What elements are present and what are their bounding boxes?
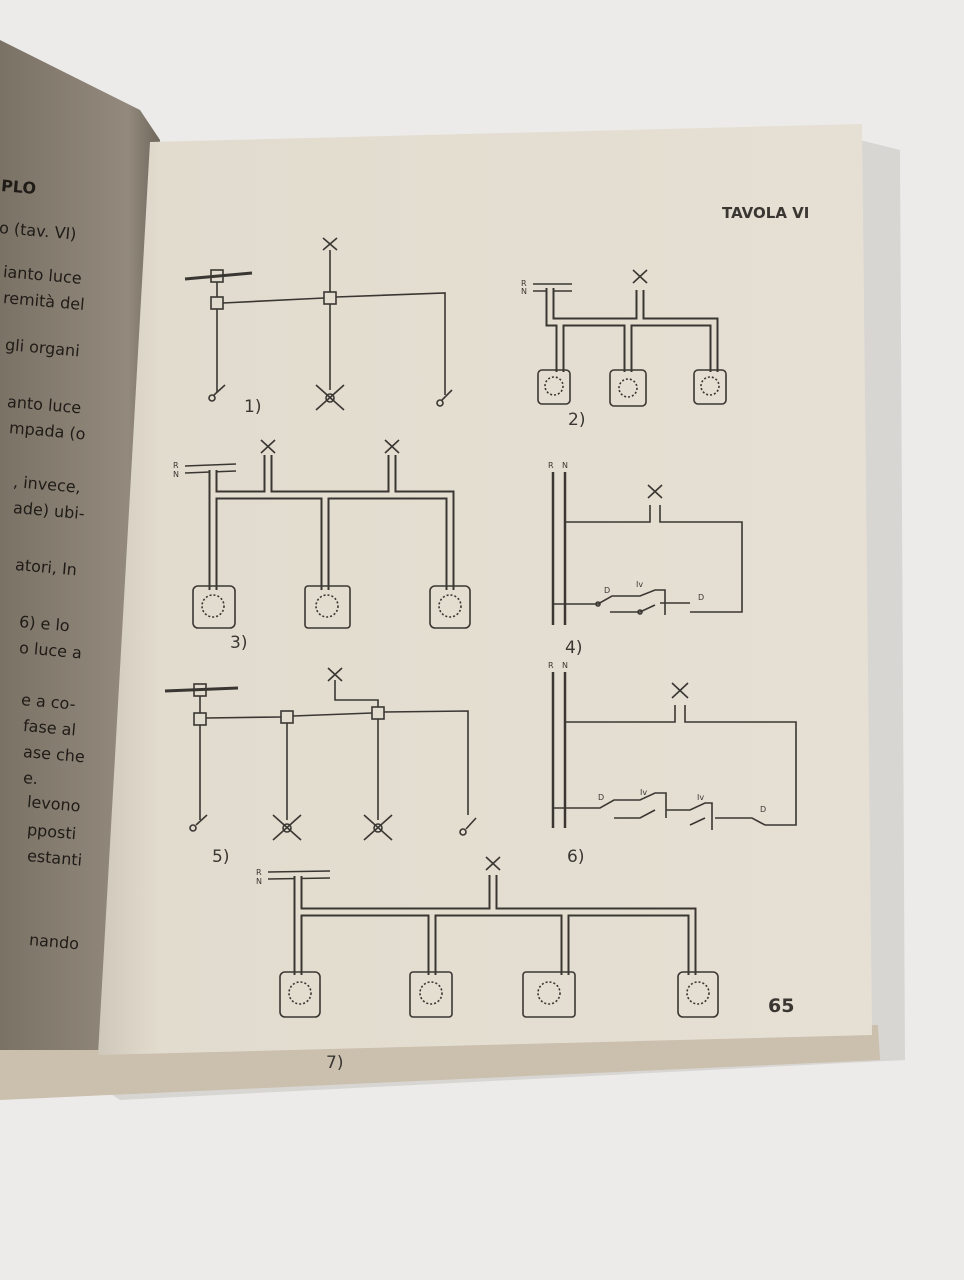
diagram-6 <box>551 672 797 830</box>
inverter-label: Iv <box>640 788 647 797</box>
figure-label-7: 7) <box>326 1053 343 1073</box>
neutral-label: N <box>562 461 568 470</box>
diagrams <box>164 237 797 1018</box>
phase-label: R <box>548 461 554 470</box>
inverter-label: Iv <box>697 793 704 802</box>
inverter-label: Iv <box>636 580 643 589</box>
left-line: estanti <box>26 846 83 870</box>
deviator-label: D <box>598 793 604 802</box>
deviator-label: D <box>698 593 704 602</box>
left-page-text: PLO o (tav. VI) ianto luce remità del gl… <box>0 0 150 1000</box>
left-heading: PLO <box>0 176 37 198</box>
left-line: anto luce <box>6 392 83 418</box>
plate-title: TAVOLA VI <box>722 204 809 222</box>
neutral-label: N <box>173 470 179 479</box>
diagram-2 <box>533 269 727 407</box>
left-line: atori, In <box>14 555 78 580</box>
phase-label: R <box>521 279 527 288</box>
left-line: fase al <box>22 716 77 740</box>
left-line: o luce a <box>18 638 83 663</box>
page-number: 65 <box>768 995 794 1017</box>
left-line: e. <box>22 768 39 789</box>
right-page <box>98 124 872 1055</box>
left-line: ianto luce <box>2 262 83 288</box>
neutral-label: N <box>521 287 527 296</box>
diagram-4 <box>551 472 743 625</box>
figure-label-6: 6) <box>567 847 584 867</box>
diagram-7 <box>267 856 719 1018</box>
phase-label: R <box>548 661 554 670</box>
figure-label-1: 1) <box>244 397 261 417</box>
left-line: gli organi <box>4 335 81 361</box>
figure-label-2: 2) <box>568 410 585 430</box>
deviator-label: D <box>760 805 766 814</box>
figure-label-4: 4) <box>565 638 582 658</box>
left-line: 6) e lo <box>18 612 71 636</box>
left-line: nando <box>28 930 80 954</box>
left-line: pposti <box>26 820 77 844</box>
left-line: ase che <box>22 742 86 767</box>
left-line: e a co- <box>20 690 77 714</box>
neutral-label: N <box>562 661 568 670</box>
diagram-1 <box>184 237 453 411</box>
left-line: ade) ubi- <box>12 498 86 524</box>
left-line: mpada (o <box>8 418 87 444</box>
diagram-5 <box>164 667 477 841</box>
left-line: levono <box>26 792 82 816</box>
deviator-label: D <box>604 586 610 595</box>
phase-label: R <box>173 461 179 470</box>
diagram-3 <box>184 439 471 629</box>
left-line: , invece, <box>12 472 82 497</box>
phase-label: R <box>256 868 262 877</box>
figure-label-3: 3) <box>230 633 247 653</box>
left-line: remità del <box>2 288 86 315</box>
neutral-label: N <box>256 877 262 886</box>
left-line: o (tav. VI) <box>0 218 78 244</box>
figure-label-5: 5) <box>212 847 229 867</box>
